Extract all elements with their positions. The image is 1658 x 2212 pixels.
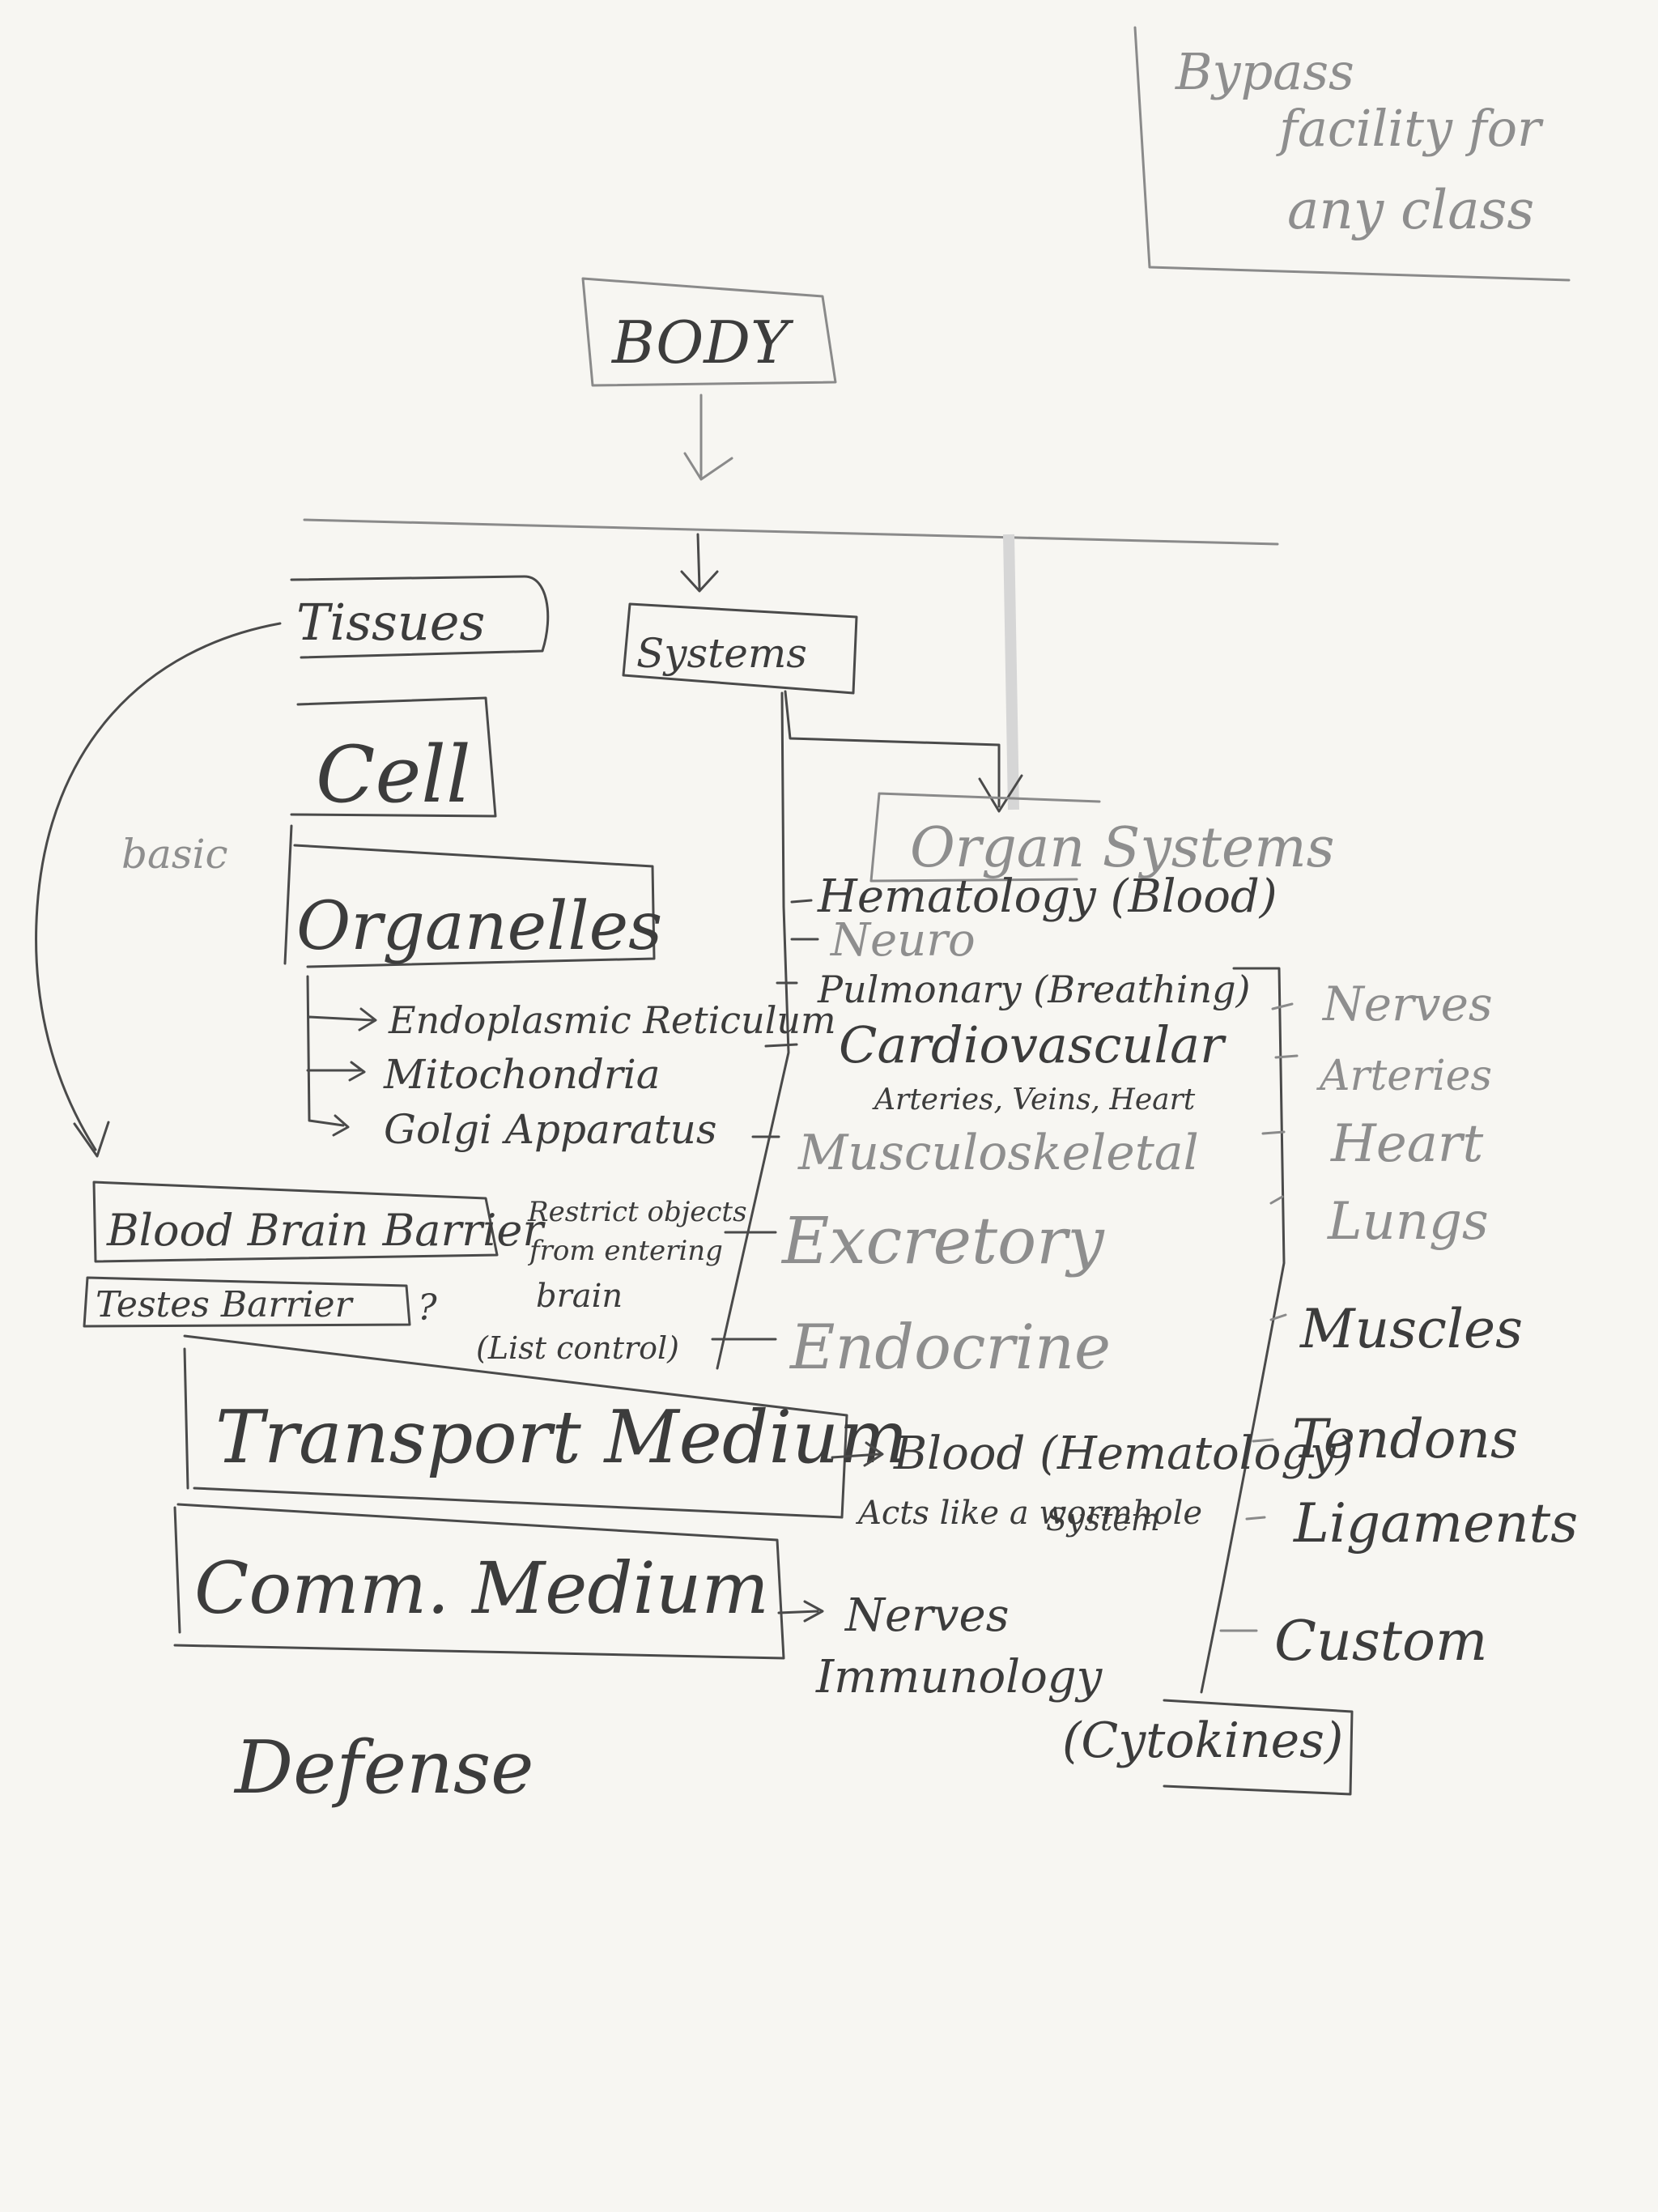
testes-label: Testes Barrier — [96, 1284, 355, 1325]
cell-box — [290, 696, 497, 818]
system-item-pulmonary: Pulmonary (Breathing) — [817, 968, 1250, 1011]
systems-label: Systems — [636, 630, 807, 677]
component-item: Ligaments — [1293, 1492, 1578, 1555]
body-box — [581, 277, 837, 387]
bypass-note-line2: facility for — [1276, 99, 1544, 158]
bbb-note-line: Restrict objects — [527, 1196, 747, 1228]
systems-box — [622, 602, 858, 695]
component-ticks — [1219, 1002, 1299, 1632]
bbb-note-line: (List control) — [476, 1330, 679, 1366]
systems-node: Systems — [622, 602, 858, 695]
organ-systems-box — [869, 792, 1101, 883]
organelle-tree: Endoplasmic Reticulum Mitochondria Golgi… — [306, 975, 836, 1153]
organ-systems-node: Organ Systems — [869, 792, 1335, 883]
basic-label: basic — [121, 831, 227, 878]
bbb-note-line: from entering — [527, 1235, 723, 1267]
transport-note-system: System — [1046, 1502, 1160, 1538]
faint-vertical-line — [1003, 534, 1019, 810]
cardio-sub-items: Arteries, Veins, Heart — [872, 1083, 1196, 1117]
organelle-tree-connector — [306, 975, 377, 1137]
component-item: Nerves — [1321, 976, 1493, 1032]
organelle-item: Endoplasmic Reticulum — [388, 998, 836, 1042]
system-item-endocrine: Endocrine — [789, 1311, 1111, 1383]
component-spine — [1200, 967, 1299, 1694]
transport-label: Transport Medium — [215, 1395, 908, 1480]
testes-question: ? — [418, 1287, 437, 1329]
transport-node: Transport Medium — [183, 1334, 908, 1519]
bbb-box — [92, 1180, 499, 1263]
organelle-item: Mitochondria — [383, 1051, 661, 1098]
comm-box — [173, 1503, 785, 1660]
system-item-neuro: Neuro — [829, 914, 976, 967]
bbb-note-line: brain — [536, 1278, 623, 1315]
component-list: Nerves Arteries Heart Lungs Muscles Tend… — [1274, 976, 1578, 1674]
bbb-node: Blood Brain Barrier — [92, 1180, 546, 1263]
organelles-node: Organelles — [283, 824, 662, 968]
body-node: BODY — [581, 277, 837, 387]
systems-to-organ-arrow — [784, 690, 1023, 813]
transport-target: Blood (Hematology) — [893, 1427, 1354, 1480]
system-list: Hematology (Blood) Neuro Pulmonary (Brea… — [780, 870, 1278, 1383]
cytokines-node: (Cytokines) — [1062, 1699, 1354, 1796]
comm-target-immunology: Immunology — [815, 1651, 1103, 1704]
organelle-item: Golgi Apparatus — [384, 1106, 717, 1153]
bypass-note: Bypass facility for any class — [1133, 26, 1571, 282]
bypass-note-line1: Bypass — [1175, 42, 1354, 101]
divider-down-arrow — [680, 533, 719, 593]
systems-spine-line — [716, 691, 790, 1370]
system-item-hematology: Hematology (Blood) — [817, 870, 1278, 923]
system-item-cardiovascular: Cardiovascular — [839, 1015, 1226, 1074]
organ-systems-label: Organ Systems — [910, 816, 1335, 880]
system-item-excretory: Excretory — [780, 1203, 1105, 1278]
tissues-node: Tissues — [290, 575, 550, 659]
component-item: Lungs — [1327, 1192, 1489, 1252]
body-down-arrow — [683, 393, 733, 481]
bbb-label: Blood Brain Barrier — [106, 1205, 546, 1256]
cytokines-label: (Cytokines) — [1062, 1712, 1343, 1769]
cell-label: Cell — [316, 730, 471, 820]
transport-arrow — [831, 1441, 884, 1467]
bypass-note-line3: any class — [1287, 179, 1534, 241]
organelles-label: Organelles — [296, 888, 662, 965]
component-item: Arteries — [1316, 1052, 1492, 1100]
tissues-to-bbb-arrow — [35, 622, 282, 1158]
transport-box — [183, 1334, 848, 1519]
defense-label: Defense — [233, 1725, 534, 1810]
component-item: Muscles — [1299, 1298, 1523, 1360]
comm-arrow — [777, 1600, 824, 1623]
divider-line — [303, 518, 1279, 546]
testes-box — [83, 1276, 411, 1328]
system-item-musculoskeletal: Musculoskeletal — [797, 1125, 1199, 1181]
tissues-box — [290, 575, 550, 659]
bbb-note: Restrict objects from entering brain (Li… — [476, 1196, 747, 1366]
component-item: Custom — [1274, 1610, 1487, 1674]
organelles-box — [283, 824, 656, 968]
comm-target-nerves: Nerves — [844, 1589, 1009, 1642]
tissues-label: Tissues — [296, 593, 485, 652]
bypass-note-bracket — [1133, 26, 1571, 282]
comm-label: Comm. Medium — [194, 1546, 769, 1630]
component-item: Heart — [1330, 1114, 1483, 1174]
component-item: Tendons — [1292, 1408, 1518, 1470]
body-label: BODY — [610, 308, 794, 376]
comm-node: Comm. Medium — [173, 1503, 785, 1660]
systems-spine — [711, 690, 1023, 1370]
transport-note-wormhole: Acts like a wormhole — [855, 1495, 1202, 1532]
component-spine-line — [1200, 967, 1286, 1694]
testes-node: Testes Barrier ? — [83, 1276, 437, 1329]
cell-node: Cell — [290, 696, 497, 820]
system-branch-ticks — [711, 899, 819, 1341]
cytokines-box — [1163, 1699, 1354, 1796]
